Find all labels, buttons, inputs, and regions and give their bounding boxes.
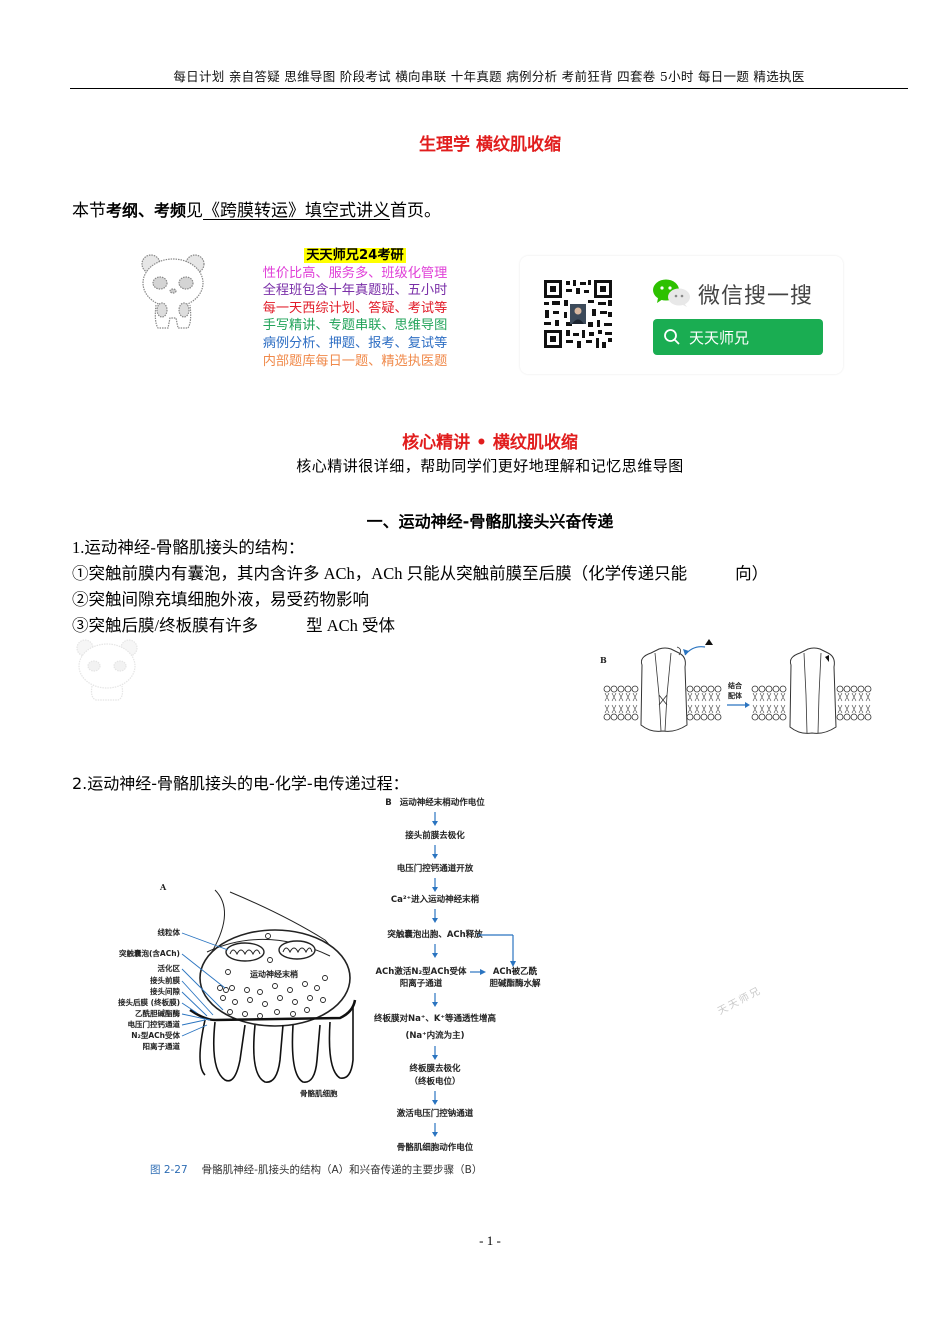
arrow-label-ligand: 配体 [728,691,743,700]
caption-text: 骨骼肌神经-肌接头的结构（A）和兴奋传递的主要步骤（B） [201,1164,483,1176]
flow-step: 电压门控钙通道开放 [396,864,474,874]
figure-label-b: B [600,655,607,665]
point-text-end: 型 ACh 受体 [306,616,396,635]
intro-mid: 见 [186,201,204,220]
flow-step: Ca²⁺进入运动神经末梢 [390,895,480,905]
ach-receptor-figure: B 结合 配体 [600,639,872,734]
arrow-down-icon [432,909,438,923]
promo-headline: 天天师兄24考研 [304,248,406,263]
section-heading: 一、运动神经-骨骼肌接头兴奋传递 [366,512,614,531]
header-divider [70,88,908,89]
intro-bold-text: 考纲、考频 [106,201,187,220]
handout-link[interactable]: 《跨膜转运》填空式讲义 [203,201,391,220]
panda-watermark-icon [76,639,138,701]
callout-label: 接头后膜 (终板膜) [118,997,180,1007]
arrow-down-icon [432,1123,438,1137]
flow-step: 骨骼肌细胞动作电位 [396,1143,474,1153]
intro-paragraph: 本节考纲、考频见《跨膜转运》填空式讲义首页。 [72,196,441,221]
intro-prefix: 本节 [72,201,106,220]
arrow-down-icon [432,1046,438,1060]
arrow-down-icon [432,993,438,1007]
panda-mascot-icon [141,254,205,329]
callout-label: 阳离子通道 [143,1041,181,1051]
arrow-down-icon [432,845,438,859]
side-branch: ACh被乙酰 [492,967,538,977]
point-text: ③突触后膜/终板膜有许多 [72,616,259,635]
flow-step: （终板电位） [409,1077,461,1087]
callout-label: 接头间隙 [150,986,180,996]
flow-step: 终板膜对Na⁺、K⁺等通透性增高 [374,1014,496,1024]
arrow-down-icon [432,1091,438,1105]
callout-label: 活化区 [158,963,181,973]
flow-step: 接头前膜去极化 [405,831,465,841]
promo-text-block: 天天师兄24考研 性价比高、服务多、班级化管理 全程班包含十年真题班、五小时 每… [240,247,470,370]
item2-heading: 2.运动神经-骨骼肌接头的电-化学-电传递过程： [72,774,409,793]
panel-a-label: A [159,882,167,892]
wechat-search-button[interactable]: 天天师兄 [653,319,823,355]
promo-line: 手写精讲、专题串联、思维导图 [262,318,448,334]
flow-step: 激活电压门控钠通道 [396,1109,474,1119]
flow-step: (Na⁺内流为主) [405,1031,465,1041]
flow-step: 终板膜去极化 [409,1064,461,1074]
wechat-logo-icon [653,279,690,307]
side-branch: 胆碱酯酶水解 [489,979,541,989]
promo-line: 全程班包含十年真题班、五小时 [262,283,448,299]
arrow-down-icon [432,944,438,958]
callout-label: 突触囊泡(含ACh) [119,948,180,958]
document-title: 生理学 横纹肌收缩 [419,135,561,155]
item1-point-1: ①突触前膜内有囊泡，其内含许多 ACh，ACh 只能从突触前膜至后膜（化学传递只… [72,560,768,584]
core-section-subtitle: 核心精讲很详细，帮助同学们更好地理解和记忆思维导图 [296,457,684,475]
running-header: 每日计划 亲自答疑 思维导图 阶段考试 横向串联 十年真题 病例分析 考前狂背 … [173,69,805,84]
point-text-end: 向） [735,564,769,583]
promo-line: 病例分析、押题、报考、复试等 [262,335,448,351]
neuromuscular-junction-figure: A 运动神经末梢 骨骼肌细胞 线粒体 突触囊泡(含ACh) 活化区 接头前膜 接… [118,882,357,1098]
flow-step: 突触囊泡出胞、ACh释放 [387,930,483,940]
item1-point-3: ③突触后膜/终板膜有许多 型 ACh 受体 [72,612,395,636]
callout-label: N₂型ACh受体 [131,1030,180,1040]
page-number: - 1 - [479,1233,501,1248]
panel-b-label: B [385,798,392,808]
callout-label: 乙酰胆碱酯酶 [135,1008,180,1018]
promo-line: 性价比高、服务多、班级化管理 [262,265,448,281]
core-section-title: 核心精讲 • 横纹肌收缩 [402,433,578,453]
watermark-text: 天天师兄 [716,985,764,1018]
item1-heading: 1.运动神经-骨骼肌接头的结构： [72,538,305,557]
wechat-search-value: 天天师兄 [689,328,750,347]
arrow-down-icon [432,878,438,892]
arrow-right-icon [470,969,486,975]
promo-line: 每一天西综计划、答疑、考试等 [262,300,448,316]
promo-line: 内部题库每日一题、精选执医题 [262,353,448,369]
arrow-down-icon [432,812,438,826]
wechat-search-label: 微信搜一搜 [698,284,814,309]
figure-number: 图 2-27 [150,1164,188,1176]
terminal-label: 运动神经末梢 [250,969,298,979]
item1-point-2: ②突触间隙充填细胞外液，易受药物影响 [72,590,369,609]
point-text: ①突触前膜内有囊泡，其内含许多 ACh，ACh 只能从突触前膜至后膜（化学传递只… [72,564,688,583]
figure-caption: 图 2-27 骨骼肌神经-肌接头的结构（A）和兴奋传递的主要步骤（B） [150,1162,482,1177]
callout-label: 接头前膜 [150,975,180,985]
branch-arrow-icon [478,934,516,967]
muscle-cell-label: 骨骼肌细胞 [300,1088,338,1098]
flow-step: 阳离子通道 [399,979,443,989]
callout-label: 电压门控钙通道 [128,1019,181,1029]
arrow-label-bind: 结合 [727,681,743,690]
callout-label: 线粒体 [158,927,181,937]
intro-suffix: 首页。 [390,201,442,220]
flow-step: ACh激活N₂型ACh受体 [375,967,467,977]
search-icon [664,329,680,345]
qr-code-icon[interactable] [542,278,614,350]
